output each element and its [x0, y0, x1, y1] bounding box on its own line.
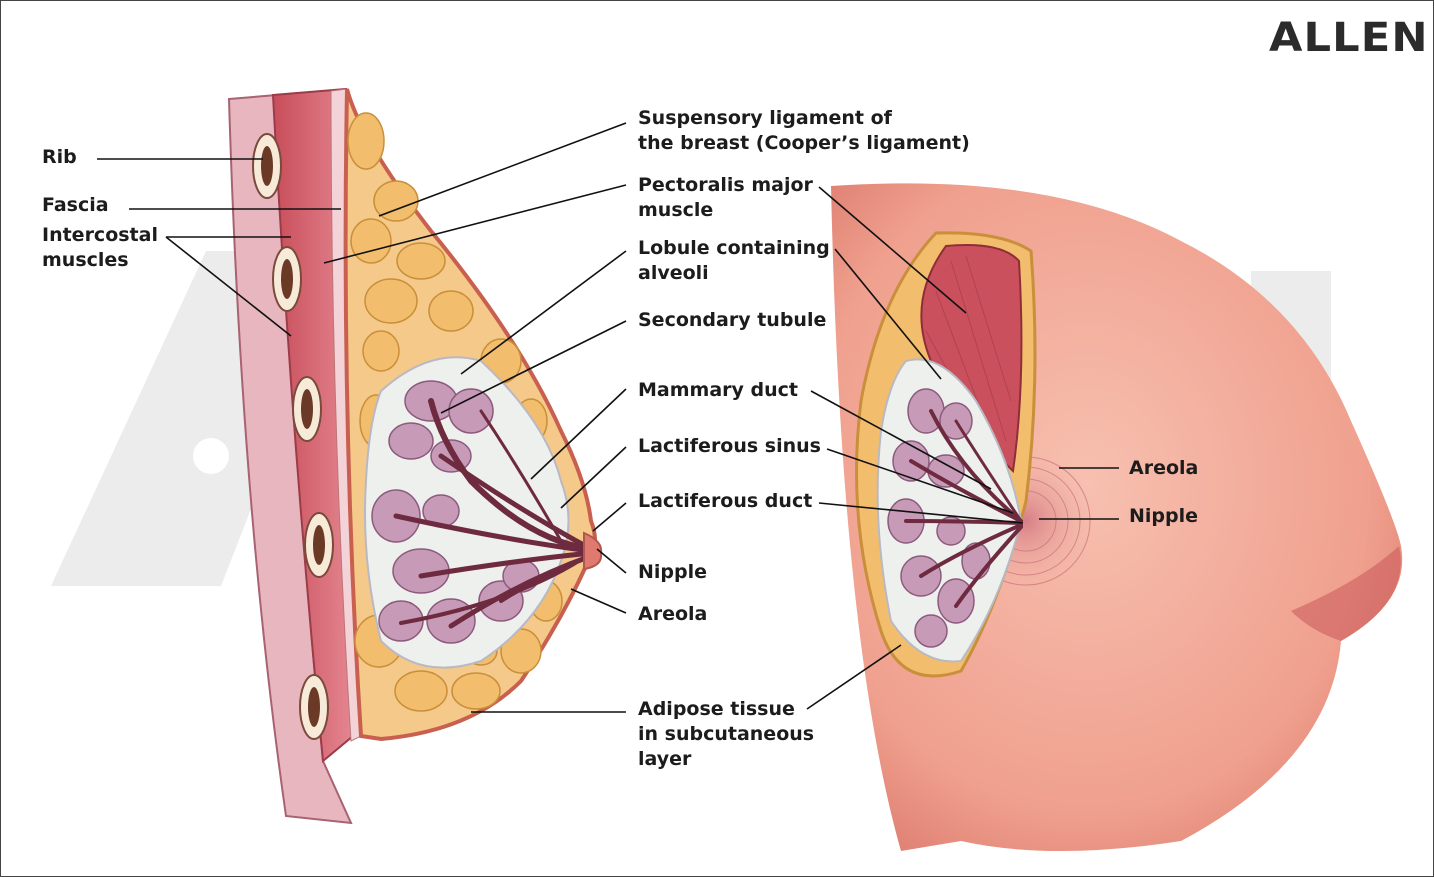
label-line: muscle	[638, 199, 714, 221]
label-suspensory-ligament: Suspensory ligament of the breast (Coope…	[638, 106, 970, 156]
label-adipose-tissue: Adipose tissue in subcutaneous layer	[638, 697, 814, 772]
label-nipple-left: Nipple	[638, 561, 708, 583]
label-lactiferous-sinus: Lactiferous sinus	[638, 435, 821, 457]
label-secondary-tubule: Secondary tubule	[638, 309, 827, 331]
label-pectoralis-major: Pectoralis major muscle	[638, 173, 813, 223]
frontal-view	[831, 183, 1403, 852]
leader-lines	[97, 122, 1119, 713]
label-line: Pectoralis major	[638, 174, 813, 196]
label-line: Intercostal	[42, 224, 158, 246]
label-lobule: Lobule containing alveoli	[638, 236, 830, 286]
label-fascia: Fascia	[42, 194, 109, 216]
label-line: in subcutaneous	[638, 723, 815, 745]
label-lactiferous-duct: Lactiferous duct	[638, 490, 813, 512]
label-nipple-right: Nipple	[1129, 505, 1199, 527]
label-line: alveoli	[638, 262, 709, 284]
label-line: Suspensory ligament of	[638, 107, 892, 129]
label-areola-left: Areola	[638, 603, 708, 625]
label-line: the breast (Cooper’s ligament)	[638, 132, 970, 154]
sagittal-section	[227, 87, 603, 825]
brand-logo: ALLEN	[1269, 15, 1429, 61]
label-rib: Rib	[42, 146, 77, 168]
label-line: Lobule containing	[638, 237, 830, 259]
label-line: Adipose tissue	[638, 698, 795, 720]
label-line: muscles	[42, 249, 129, 271]
label-areola-right: Areola	[1129, 457, 1199, 479]
pectoralis-muscle	[920, 244, 1023, 474]
label-intercostal-muscles: Intercostal muscles	[42, 223, 158, 273]
label-mammary-duct: Mammary duct	[638, 379, 798, 401]
label-line: layer	[638, 748, 692, 770]
